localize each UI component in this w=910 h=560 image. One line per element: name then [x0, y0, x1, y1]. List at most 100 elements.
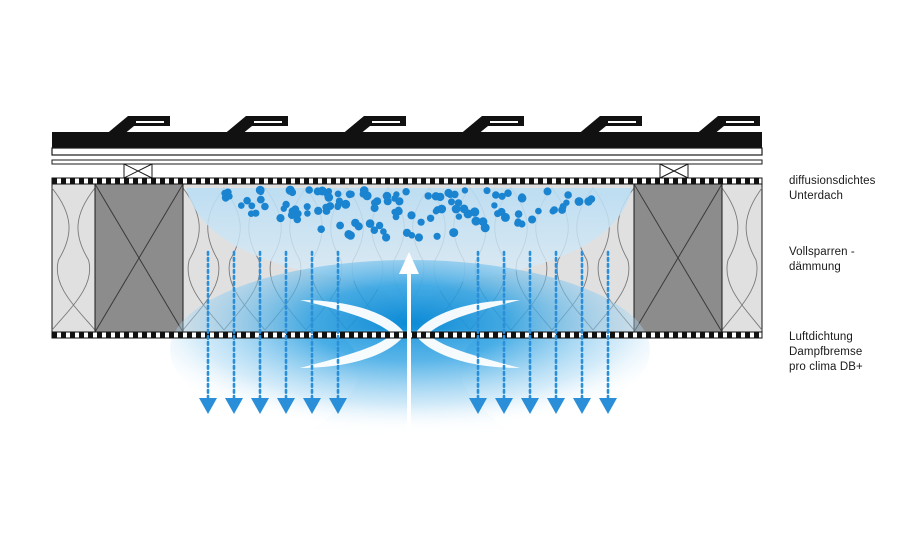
- moisture-dot-icon: [317, 225, 326, 233]
- moisture-dot-icon: [261, 202, 269, 211]
- moisture-dot-icon: [305, 186, 314, 194]
- airflow-throat: [300, 300, 520, 368]
- moisture-dot-icon: [494, 210, 502, 218]
- moisture-dot-icon: [334, 190, 342, 198]
- insulation-fiber: [51, 187, 96, 331]
- down-arrow-icon: [199, 398, 217, 414]
- insulation-fiber: [721, 187, 763, 331]
- moisture-dot-icon: [414, 233, 423, 242]
- moisture-dot-icon: [455, 213, 463, 220]
- insulation-fiber: [721, 187, 763, 331]
- moisture-dot-icon: [559, 203, 567, 210]
- moisture-dot-icon: [303, 203, 311, 211]
- battens: [51, 147, 763, 179]
- moisture-dot-icon: [417, 218, 425, 226]
- moisture-dot-icon: [394, 207, 403, 216]
- moisture-dot-icon: [375, 221, 384, 230]
- moisture-dot-icon: [424, 192, 432, 200]
- label-membrane-line2: Dampfbremse: [789, 346, 863, 358]
- moisture-dot-icon: [293, 215, 302, 224]
- label-insulation-line1: Vollsparren -: [789, 246, 855, 258]
- moisture-dot-icon: [351, 218, 360, 228]
- moisture-dot-icon: [436, 192, 445, 202]
- moisture-dot-icon: [341, 199, 351, 209]
- moisture-dot-icon: [543, 187, 552, 196]
- moisture-dot-icon: [256, 195, 265, 204]
- moisture-dot-icon: [528, 215, 537, 224]
- moisture-dot-icon: [535, 207, 542, 215]
- moisture-dot-icon: [226, 193, 233, 200]
- moisture-dot-icon: [287, 211, 296, 220]
- moisture-dot-icon: [492, 191, 500, 199]
- moisture-dot-icon: [574, 197, 584, 206]
- label-membrane-line1: Luftdichtung: [789, 331, 853, 343]
- down-arrow-icon: [573, 398, 591, 414]
- underlay-strip: [51, 177, 763, 185]
- rafter-right: [633, 183, 723, 333]
- moisture-dot-icon: [564, 191, 572, 199]
- moisture-dot-icon: [584, 197, 593, 206]
- moisture-dot-icon: [448, 198, 455, 206]
- moisture-dot-icon: [480, 223, 490, 233]
- down-arrow-icon: [495, 398, 513, 414]
- moisture-dot-icon: [345, 190, 354, 199]
- moisture-dot-icon: [426, 214, 435, 222]
- label-membrane: Luftdichtung Dampfbremse pro clima DB+: [789, 330, 904, 375]
- moisture-dot-icon: [517, 193, 527, 203]
- moisture-dot-icon: [504, 189, 512, 197]
- moisture-dot-icon: [433, 232, 441, 240]
- moisture-dot-icon: [470, 207, 480, 217]
- down-arrow-icon: [469, 398, 487, 414]
- counter-batten-left: [123, 163, 153, 179]
- moisture-dot-icon: [334, 202, 342, 209]
- moisture-dot-icon: [293, 209, 302, 218]
- moisture-dot-icon: [365, 219, 375, 228]
- insulation-fiber: [51, 187, 96, 331]
- moisture-dot-icon: [243, 196, 251, 205]
- down-arrow-icon: [303, 398, 321, 414]
- moisture-dot-icon: [437, 204, 447, 214]
- moisture-dot-icon: [392, 213, 400, 221]
- down-arrow-icon: [547, 398, 565, 414]
- moisture-dot-icon: [314, 206, 323, 215]
- moisture-dot-icon: [344, 230, 354, 239]
- moisture-dot-icon: [449, 228, 459, 238]
- moisture-dot-icon: [370, 204, 379, 213]
- label-underlay: diffusionsdichtes Unterdach: [789, 174, 904, 204]
- moisture-dot-icon: [393, 191, 400, 198]
- diffusion-arrows: [199, 250, 617, 414]
- moisture-dot-icon: [276, 214, 285, 223]
- moisture-dot-icon: [326, 202, 335, 211]
- moisture-dot-icon: [550, 206, 558, 214]
- label-insulation-line2: dämmung: [789, 261, 841, 273]
- moisture-dot-icon: [252, 209, 260, 217]
- moisture-dot-icon: [248, 202, 256, 210]
- moisture-dot-icon: [461, 187, 469, 194]
- label-underlay-line2: Unterdach: [789, 190, 843, 202]
- moisture-dot-icon: [514, 219, 522, 227]
- moisture-dot-icon: [402, 188, 410, 196]
- moisture-dot-icon: [371, 199, 378, 207]
- up-arrow-icon: [399, 252, 419, 440]
- moisture-dot-icon: [304, 210, 311, 217]
- down-arrow-icon: [599, 398, 617, 414]
- moisture-dot-icon: [382, 233, 391, 242]
- rafter-left: [94, 183, 184, 333]
- moisture-dot-icon: [500, 212, 510, 222]
- moisture-dot-icon: [451, 190, 459, 199]
- moisture-dots: [221, 185, 596, 242]
- label-insulation: Vollsparren - dämmung: [789, 245, 904, 275]
- moisture-dot-icon: [282, 200, 290, 209]
- moisture-dot-icon: [459, 204, 469, 214]
- moisture-dot-icon: [444, 188, 453, 198]
- label-membrane-line3: pro clima DB+: [789, 361, 863, 373]
- moisture-dot-icon: [382, 191, 392, 201]
- moisture-dot-icon: [370, 226, 379, 234]
- moisture-dot-icon: [514, 210, 523, 218]
- down-arrow-icon: [329, 398, 347, 414]
- down-arrow-icon: [225, 398, 243, 414]
- moisture-dot-icon: [491, 202, 498, 209]
- moisture-dot-icon: [402, 228, 412, 237]
